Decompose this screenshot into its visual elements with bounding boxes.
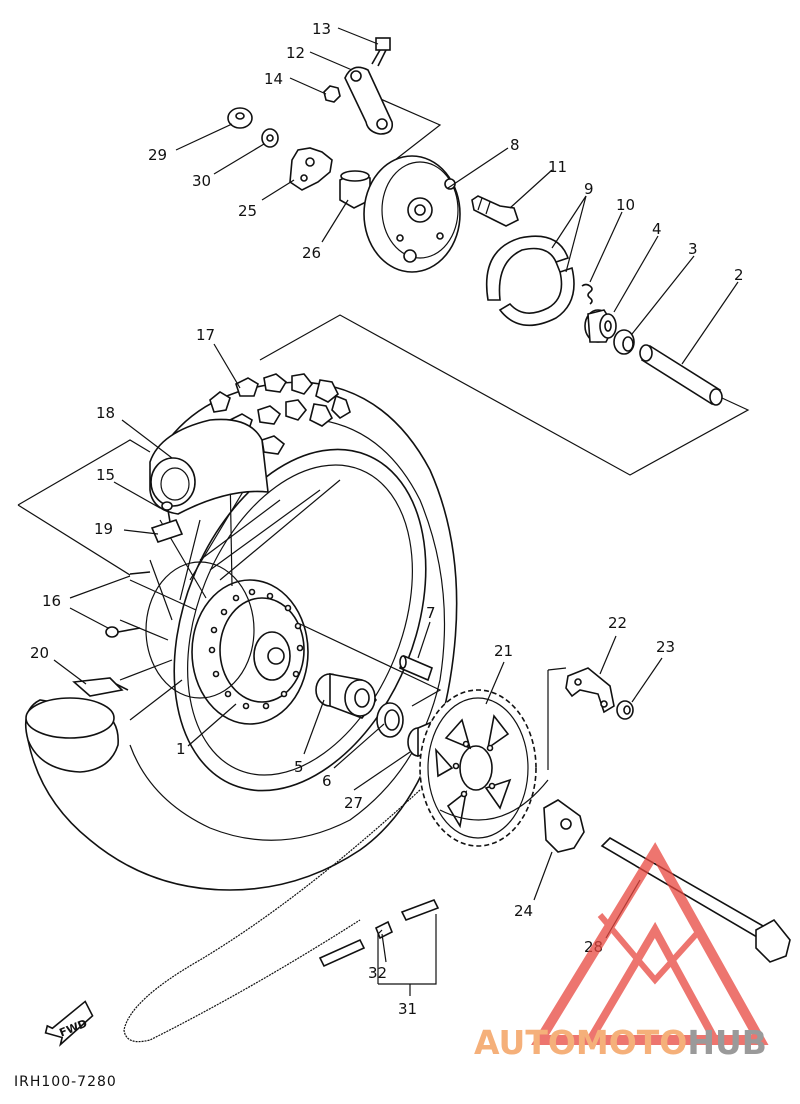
callout-24: 24 (514, 902, 533, 920)
spring-10 (581, 283, 593, 305)
callout-12: 12 (286, 44, 305, 62)
callout-labels: 13 12 14 29 30 25 26 8 11 9 10 4 3 2 17 … (30, 20, 744, 1018)
watermark-text-part1: AUTOMOTO (474, 1023, 687, 1062)
spoke-16 (105, 571, 151, 638)
callout-23: 23 (656, 638, 675, 656)
assembly-boundary-middle (259, 314, 750, 476)
callout-3: 3 (688, 240, 698, 258)
callout-32: 32 (368, 964, 387, 982)
rim-lock-20 (72, 677, 129, 697)
oil-seal-6 (376, 702, 404, 738)
camshaft-11 (471, 195, 519, 227)
callout-31: 31 (398, 1000, 417, 1018)
callout-4: 4 (652, 220, 662, 238)
washer-30 (261, 128, 279, 148)
callout-25: 25 (238, 202, 257, 220)
callout-17: 17 (196, 326, 215, 344)
callout-2: 2 (734, 266, 744, 284)
lock-washer-22 (565, 667, 615, 714)
callout-14: 14 (264, 70, 283, 88)
brake-plate-8 (363, 155, 461, 273)
callout-18: 18 (96, 404, 115, 422)
bearing-5 (315, 673, 377, 719)
callout-11: 11 (548, 158, 567, 176)
drive-chain (123, 779, 549, 1043)
diagram-code: IRH100-7280 (14, 1074, 117, 1090)
leader-lines (53, 27, 739, 996)
master-link-31 (318, 898, 440, 968)
hub-holes (208, 588, 304, 710)
callout-30: 30 (192, 172, 211, 190)
watermark-text-part2: HUB (687, 1023, 767, 1062)
oil-seal-3 (613, 329, 635, 355)
callout-20: 20 (30, 644, 49, 662)
watermark-logo (531, 842, 769, 1045)
callout-21: 21 (494, 642, 513, 660)
spokes (119, 469, 341, 721)
sprocket-21 (419, 689, 537, 847)
bolt-13 (371, 37, 391, 67)
callout-10: 10 (616, 196, 635, 214)
callout-13: 13 (312, 20, 331, 38)
callout-27: 27 (344, 794, 363, 812)
rear-wheel-1 (17, 373, 458, 891)
collar-26 (339, 170, 371, 209)
assembly-boundary-top (359, 89, 442, 161)
callout-16: 16 (42, 592, 61, 610)
spacer-2 (639, 344, 723, 406)
brake-shoes-9 (485, 235, 575, 327)
nut-14 (323, 85, 341, 103)
callout-29: 29 (148, 146, 167, 164)
brake-arm-12 (344, 66, 394, 135)
callout-22: 22 (608, 614, 627, 632)
inner-tube-18 (149, 418, 269, 515)
nut-29 (227, 107, 253, 129)
nut-23 (616, 700, 634, 720)
callout-15: 15 (96, 466, 115, 484)
callout-1: 1 (176, 740, 186, 758)
chain-puller-24 (543, 799, 585, 853)
fwd-arrow: FWD (44, 1000, 94, 1047)
watermark-text: AUTOMOTOHUB (474, 1023, 767, 1062)
callout-19: 19 (94, 520, 113, 538)
callout-5: 5 (294, 758, 304, 776)
callout-6: 6 (322, 772, 332, 790)
tire-tread (209, 373, 351, 455)
spacer-7 (399, 654, 433, 682)
bearing-4 (584, 309, 617, 343)
callout-7: 7 (426, 604, 436, 622)
callout-9: 9 (584, 180, 594, 198)
valve-19 (150, 501, 184, 543)
callout-26: 26 (302, 244, 321, 262)
callout-8: 8 (510, 136, 520, 154)
gear-25 (289, 147, 333, 191)
